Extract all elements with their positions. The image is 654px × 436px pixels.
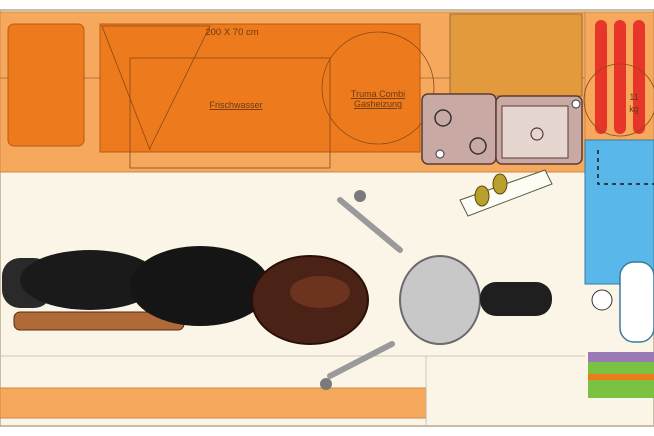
heater-label-line1: Truma Combi — [351, 89, 405, 99]
dimension-label: 200 X 70 cm — [205, 27, 258, 38]
gas-bottle-icon — [595, 20, 607, 134]
shelf-purple — [588, 352, 654, 362]
faucet-icon — [571, 99, 581, 109]
water-tank-inner — [129, 57, 331, 169]
heater-outline — [321, 31, 435, 145]
gas-bottle-outline — [583, 63, 654, 137]
gas-bottle-icon — [614, 20, 626, 134]
handlebar — [337, 197, 403, 253]
seat — [130, 246, 270, 326]
water-tank-outline — [101, 25, 211, 151]
mirror-icon — [320, 378, 332, 390]
cork-panel — [449, 13, 583, 97]
drain-icon — [530, 127, 544, 141]
bottle-icon — [474, 185, 490, 207]
headlight — [399, 255, 481, 345]
handlebar — [327, 341, 395, 379]
shelf-green — [588, 380, 654, 398]
knob-icon — [435, 149, 445, 159]
left-cabinet — [7, 23, 85, 147]
fuel-tank-highlight — [290, 276, 350, 308]
gas-bottle-icon — [633, 20, 645, 134]
washbasin — [591, 289, 613, 311]
toilet — [619, 261, 654, 343]
dashed-outline — [597, 150, 654, 185]
burner-icon — [469, 137, 487, 155]
rear-fender — [20, 250, 160, 310]
motorcycle — [2, 190, 552, 390]
mirror-icon — [354, 190, 366, 202]
shelf-orange — [588, 374, 654, 380]
bottle-icon — [492, 173, 508, 195]
gas-stove — [421, 93, 497, 165]
sink-basin — [501, 105, 569, 159]
bottom-counter — [0, 387, 427, 419]
burner-icon — [434, 109, 452, 127]
fresh-water-label: Frischwasser — [209, 100, 262, 110]
gas-value-label: 11 — [629, 92, 638, 102]
heater-label-line2: Gasheizung — [354, 99, 402, 109]
water-tank-area — [99, 23, 421, 153]
gas-unit-label: kg — [629, 104, 639, 114]
shelf-green — [588, 362, 654, 374]
front-wheel — [480, 282, 552, 316]
